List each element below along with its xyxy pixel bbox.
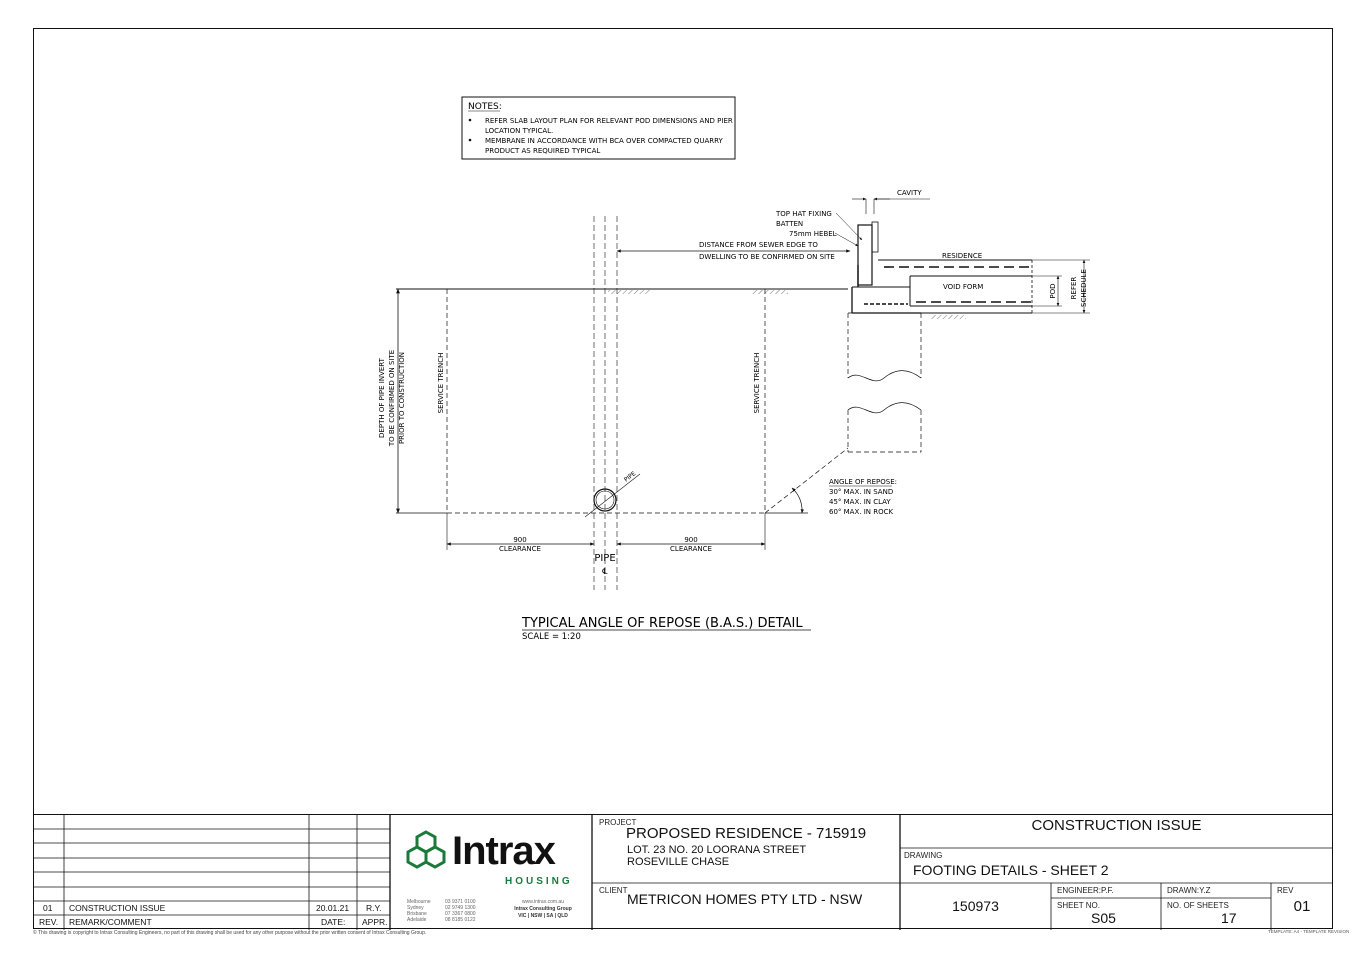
revision-number: 01 (43, 903, 53, 913)
client-label: CLIENT (599, 886, 628, 895)
angle-note: 60° MAX. IN ROCK (829, 508, 893, 516)
schedule-label: SCHEDULE (1080, 269, 1088, 307)
pipe-leader (584, 473, 641, 518)
drawing-sheet-border (33, 28, 1333, 929)
clearance-value: 900 (684, 536, 697, 544)
revision-remark: CONSTRUCTION ISSUE (69, 903, 166, 913)
detail-title: TYPICAL ANGLE OF REPOSE (B.A.S.) DETAIL (521, 616, 803, 631)
header-rev: REV. (39, 917, 59, 927)
pod-label: POD (1049, 283, 1057, 298)
pier (847, 312, 922, 453)
notes-box: NOTES: REFER SLAB LAYOUT PLAN FOR RELEVA… (461, 96, 736, 160)
refer-label: REFER (1070, 277, 1078, 300)
job-number: 150973 (952, 898, 999, 914)
depth-label: TO BE CONFIRMED ON SITE (388, 350, 396, 447)
centerline-symbol: ℄ (602, 567, 608, 576)
pipe-centerlines (593, 216, 618, 590)
header-remark: REMARK/COMMENT (69, 917, 152, 927)
note-item: LOCATION TYPICAL. (485, 127, 553, 135)
copyright-notice: © This drawing is copyright to Intrax Co… (33, 930, 427, 936)
cavity-label: CAVITY (897, 189, 922, 197)
clearance-value: 900 (513, 536, 526, 544)
distance-label: DISTANCE FROM SEWER EDGE TO (699, 241, 818, 249)
revision-approver: R.Y. (366, 903, 382, 913)
issue-status: CONSTRUCTION ISSUE (1031, 817, 1202, 834)
title-block: 01 CONSTRUCTION ISSUE 20.01.21 R.Y. REV.… (33, 814, 1333, 930)
sheets-value: 17 (1221, 910, 1237, 926)
ground-hatch (608, 290, 650, 294)
rev-value: 01 (1293, 898, 1311, 915)
intrax-logo-icon (406, 830, 446, 869)
angle-note: 45° MAX. IN CLAY (829, 498, 891, 506)
angle-heading: ANGLE OF REPOSE: (829, 478, 897, 486)
service-trench (446, 289, 766, 514)
detail-scale: SCALE = 1:20 (522, 632, 581, 642)
note-item: MEMBRANE IN ACCORDANCE WITH BCA OVER COM… (485, 137, 724, 145)
service-trench-label: SERVICE TRENCH (437, 353, 445, 414)
clearance-label: CLEARANCE (670, 545, 712, 553)
service-trench-label: SERVICE TRENCH (753, 353, 761, 414)
slab-and-wall (851, 221, 1033, 314)
notes-heading: NOTES: (468, 102, 502, 112)
logo-wordmark: Intrax (452, 829, 556, 873)
drawn-field: DRAWN:Y.Z (1167, 886, 1211, 895)
void-form-label: VOID FORM (943, 283, 983, 291)
pipe-label: PIPE (594, 553, 615, 564)
depth-label: PRIOR TO CONSTRUCTION (398, 352, 406, 444)
engineer-field: ENGINEER:P.F. (1057, 886, 1114, 895)
note-item: PRODUCT AS REQUIRED TYPICAL (485, 147, 600, 155)
project-address-line1: LOT. 23 NO. 20 LOORANA STREET (627, 844, 807, 856)
company-info: www.intrax.com.au Intrax Consulting Grou… (514, 899, 572, 919)
project-address-line2: ROSEVILLE CHASE (627, 856, 730, 868)
revision-date: 20.01.21 (316, 903, 350, 913)
header-appr: APPR. (362, 917, 388, 927)
project-name: PROPOSED RESIDENCE - 715919 (626, 825, 867, 842)
clearance-label: CLEARANCE (499, 545, 541, 553)
residence-label: RESIDENCE (942, 252, 982, 260)
angle-arc (791, 487, 804, 514)
copyright-icon: © (33, 930, 37, 936)
title-block-grid (33, 815, 1333, 930)
distance-label: DWELLING TO BE CONFIRMED ON SITE (699, 253, 835, 261)
pipe-section (593, 488, 617, 512)
sheet-no-value: S05 (1091, 910, 1116, 926)
project-label: PROJECT (599, 818, 637, 827)
header-date: DATE: (321, 917, 346, 927)
ground-hatch (930, 315, 966, 319)
rev-label: REV (1277, 886, 1294, 895)
angle-note: 30° MAX. IN SAND (829, 488, 893, 496)
note-item: REFER SLAB LAYOUT PLAN FOR RELEVANT POD … (485, 117, 733, 125)
drawing-title: FOOTING DETAILS - SHEET 2 (913, 862, 1109, 878)
angle-of-repose-line (764, 447, 849, 514)
ground-hatch (752, 290, 788, 294)
sheets-label: NO. OF SHEETS (1167, 901, 1229, 910)
sheet-no-label: SHEET NO. (1057, 901, 1100, 910)
top-hat-label: BATTEN (776, 220, 803, 228)
drawing-label: DRAWING (904, 851, 943, 860)
hebel-label: 75mm HEBEL (789, 230, 837, 238)
pipe-section-inner (595, 490, 615, 510)
depth-label: DEPTH OF PIPE INVERT (378, 357, 386, 438)
top-hat-label: TOP HAT FIXING (775, 210, 832, 218)
logo-subtitle: HOUSING (505, 876, 573, 887)
client-name: METRICON HOMES PTY LTD - NSW (627, 891, 863, 907)
template-note: TEMPLATE: A4 - TEMPLATE REVISION (1268, 929, 1350, 934)
